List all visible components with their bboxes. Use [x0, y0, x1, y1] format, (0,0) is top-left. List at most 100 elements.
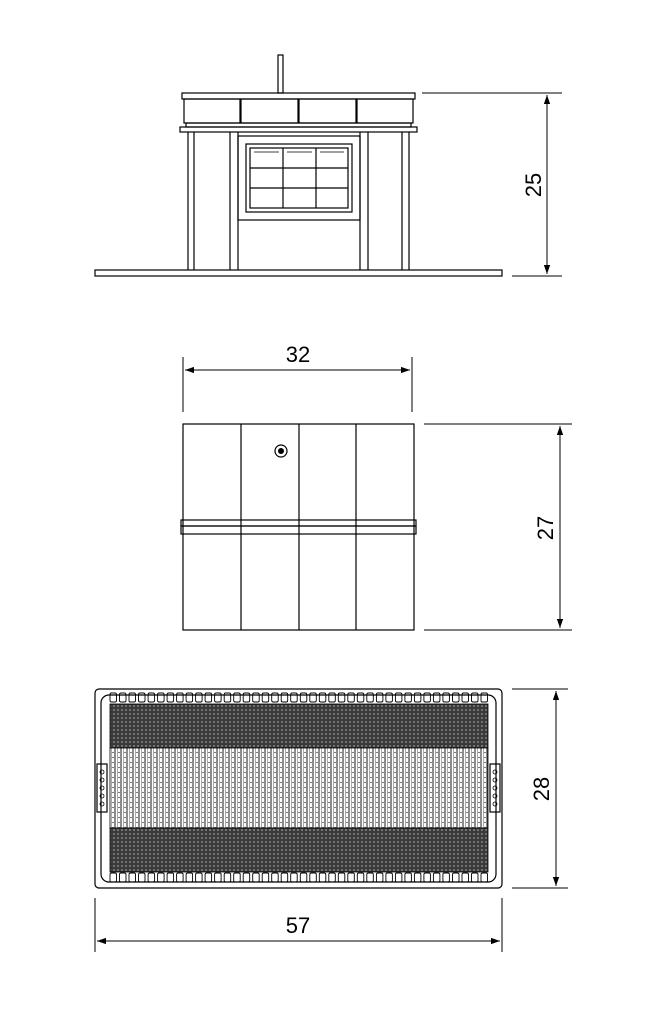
slot [223, 872, 232, 883]
slot [309, 872, 317, 883]
slot [261, 692, 270, 703]
slot [176, 872, 184, 883]
dark-band-bottom [109, 827, 489, 873]
slot [195, 872, 203, 883]
slot [432, 872, 441, 883]
slot-row-top [109, 692, 488, 703]
slot [432, 692, 441, 703]
slot [204, 692, 213, 703]
slot [413, 872, 422, 883]
dimension-label-28: 28 [529, 777, 554, 801]
slot [366, 692, 374, 703]
slot [252, 872, 260, 883]
slot [271, 872, 279, 883]
slot [242, 692, 251, 703]
slot [119, 692, 127, 703]
slot [442, 872, 450, 883]
slot [290, 872, 298, 883]
slot [195, 692, 203, 703]
slot [471, 872, 479, 883]
slot [480, 692, 488, 703]
dimension-label-57: 57 [286, 913, 310, 938]
slot [109, 692, 117, 703]
slot [138, 872, 146, 883]
slot [347, 872, 355, 883]
slot [318, 872, 327, 883]
slot [252, 692, 260, 703]
slot [299, 692, 308, 703]
dimension-height-base: 28 [512, 688, 568, 889]
front-view: 25 [94, 54, 562, 277]
slot [166, 692, 175, 703]
slot [423, 692, 431, 703]
slot [471, 692, 479, 703]
slot [109, 872, 117, 883]
slot [147, 872, 156, 883]
dimension-label-27: 27 [533, 516, 558, 540]
slot [452, 872, 460, 883]
slot [261, 872, 270, 883]
slot [214, 692, 222, 703]
connector-right [489, 763, 501, 813]
slot [394, 872, 403, 883]
slot [309, 692, 317, 703]
window [237, 135, 361, 221]
base-view: 28 57 [94, 688, 568, 952]
slot [280, 872, 289, 883]
slot [138, 692, 146, 703]
slot [480, 872, 488, 883]
slot [204, 872, 213, 883]
slot [271, 692, 279, 703]
slot [385, 872, 393, 883]
slot [394, 692, 403, 703]
antenna-top [274, 444, 288, 458]
slot [185, 692, 194, 703]
slot [290, 692, 298, 703]
slot [442, 692, 450, 703]
slot [366, 872, 374, 883]
slot [242, 872, 251, 883]
slot [185, 872, 194, 883]
slot [328, 692, 336, 703]
slot [318, 692, 327, 703]
dimension-width-top: 32 [182, 342, 413, 412]
dimension-label-32: 32 [286, 342, 310, 367]
slot [328, 872, 336, 883]
slot [157, 872, 165, 883]
slot [233, 872, 241, 883]
slot [119, 872, 127, 883]
slot [452, 692, 460, 703]
connector-left [96, 763, 108, 813]
slot [337, 872, 346, 883]
dimension-width-base: 57 [94, 898, 503, 952]
slot [461, 692, 469, 703]
dimension-depth-top: 27 [424, 423, 572, 631]
slot [280, 692, 289, 703]
slot [461, 872, 469, 883]
slot [375, 872, 384, 883]
light-band-middle [109, 747, 489, 829]
dimension-height-front: 25 [422, 92, 562, 277]
slot [157, 692, 165, 703]
dimension-label-25: 25 [521, 173, 546, 197]
slot [337, 692, 346, 703]
antenna [277, 54, 284, 94]
slot [128, 872, 136, 883]
slot [356, 692, 365, 703]
slot [214, 872, 222, 883]
slot [404, 692, 412, 703]
slot [166, 872, 175, 883]
slot [299, 872, 308, 883]
slot [233, 692, 241, 703]
slot [147, 692, 156, 703]
slot-row-bottom [109, 872, 488, 883]
slot [356, 872, 365, 883]
slot [375, 692, 384, 703]
slot [128, 692, 136, 703]
slot [176, 692, 184, 703]
slot [223, 692, 232, 703]
slot [347, 692, 355, 703]
slot [413, 692, 422, 703]
base-plate [94, 269, 503, 277]
